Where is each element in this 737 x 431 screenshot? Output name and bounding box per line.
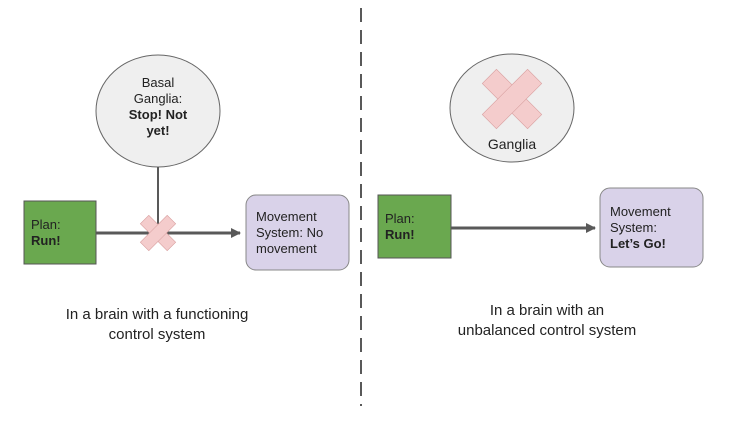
text-line: movement xyxy=(256,241,317,256)
text-line: Plan: xyxy=(385,211,415,226)
text-line: control system xyxy=(108,326,206,343)
basal-ganglia-label-left: Basal Ganglia: Stop! Not yet! xyxy=(96,75,220,139)
text-line: Plan: xyxy=(31,217,61,232)
plan-label-right: Plan: Run! xyxy=(385,211,415,243)
plan-box-right xyxy=(377,194,452,259)
text-line: System: No xyxy=(256,225,324,240)
movement-label-right: Movement System: Let’s Go! xyxy=(610,204,671,252)
cross-icon xyxy=(139,214,177,252)
plan-box-left xyxy=(23,200,97,265)
text-line: Let’s Go! xyxy=(610,236,666,251)
caption-left: In a brain with a functioning control sy… xyxy=(30,305,284,345)
text-line: Movement xyxy=(256,209,317,224)
text-line: Basal xyxy=(141,75,175,90)
text-line: Movement xyxy=(610,204,671,219)
text-line: In a brain with an xyxy=(489,302,605,319)
movement-box-right xyxy=(599,187,704,268)
text-line: System: xyxy=(610,220,657,235)
text-line: unbalanced control system xyxy=(457,322,637,339)
text-line: Run! xyxy=(31,233,61,248)
cross-icon xyxy=(481,68,543,130)
text-line: Run! xyxy=(385,227,415,242)
text-line: Stop! Not xyxy=(128,107,188,122)
movement-box-left xyxy=(245,194,350,271)
text-line: yet! xyxy=(146,123,170,138)
text-line: In a brain with a functioning xyxy=(65,306,249,323)
plan-label-left: Plan: Run! xyxy=(31,217,61,249)
caption-right: In a brain with an unbalanced control sy… xyxy=(420,301,674,341)
basal-ganglia-text-right: Ganglia xyxy=(488,136,536,152)
movement-label-left: Movement System: No movement xyxy=(256,209,323,257)
text-line: Ganglia: xyxy=(133,91,183,106)
